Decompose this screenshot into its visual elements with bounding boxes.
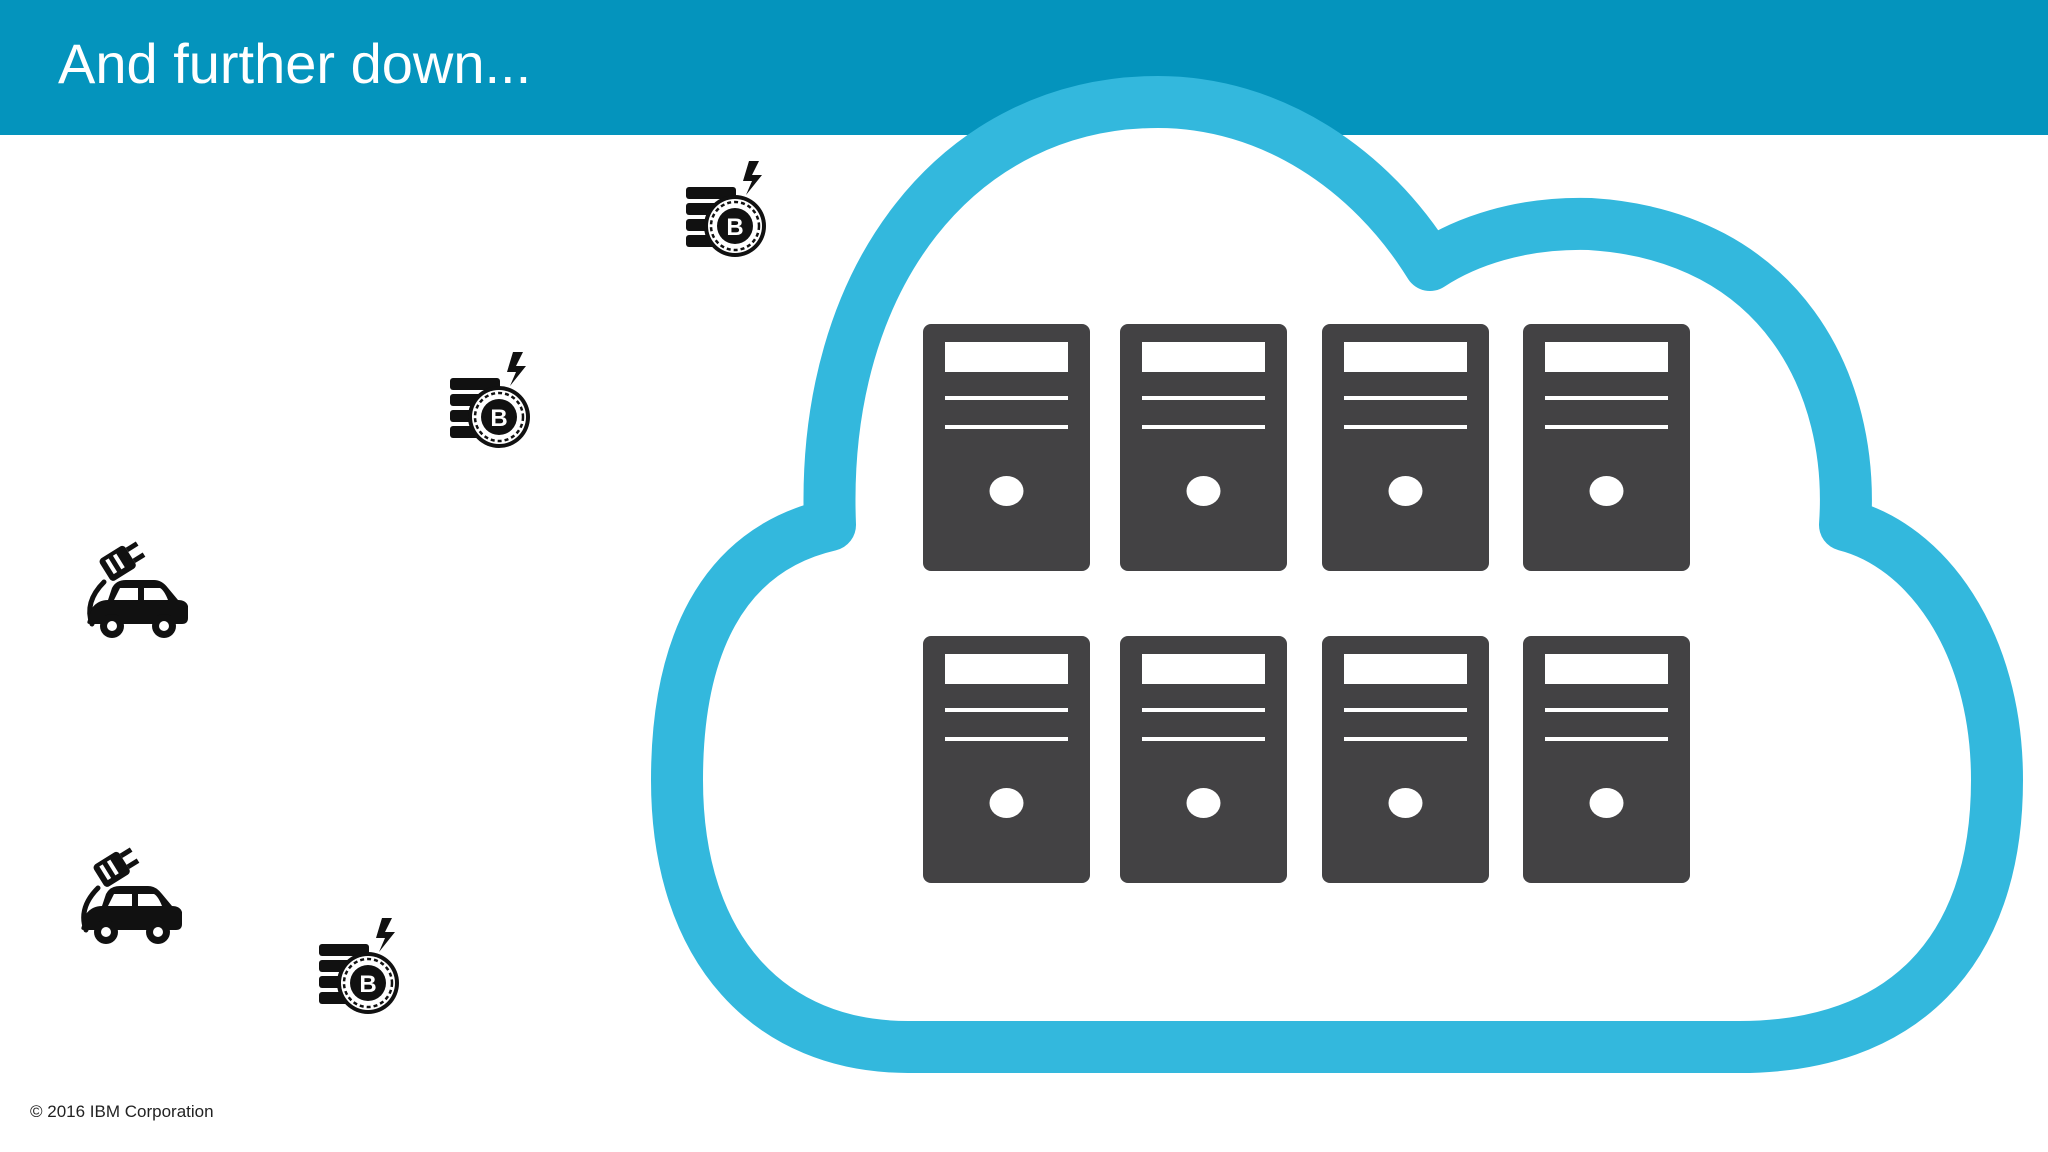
server-tower-icon [923, 324, 1090, 571]
server-tower-icon [923, 636, 1090, 883]
footer-copyright: © 2016 IBM Corporation [30, 1102, 214, 1121]
slide-title: And further down... [58, 32, 532, 95]
cloud-outline [651, 76, 2023, 1073]
server-tower-icon [1120, 636, 1287, 883]
electric-car-icon [87, 538, 188, 638]
server-tower-icon [1322, 636, 1489, 883]
server-tower-icon [1322, 324, 1489, 571]
server-tower-icon [1523, 636, 1690, 883]
bitcoin-coin-stack-icon [684, 159, 768, 259]
bitcoin-coin-stack-icon [317, 916, 401, 1016]
bitcoin-coin-stack-icon [448, 350, 532, 450]
server-tower-icon [1523, 324, 1690, 571]
server-tower-icon [1120, 324, 1287, 571]
electric-car-icon [81, 844, 182, 944]
